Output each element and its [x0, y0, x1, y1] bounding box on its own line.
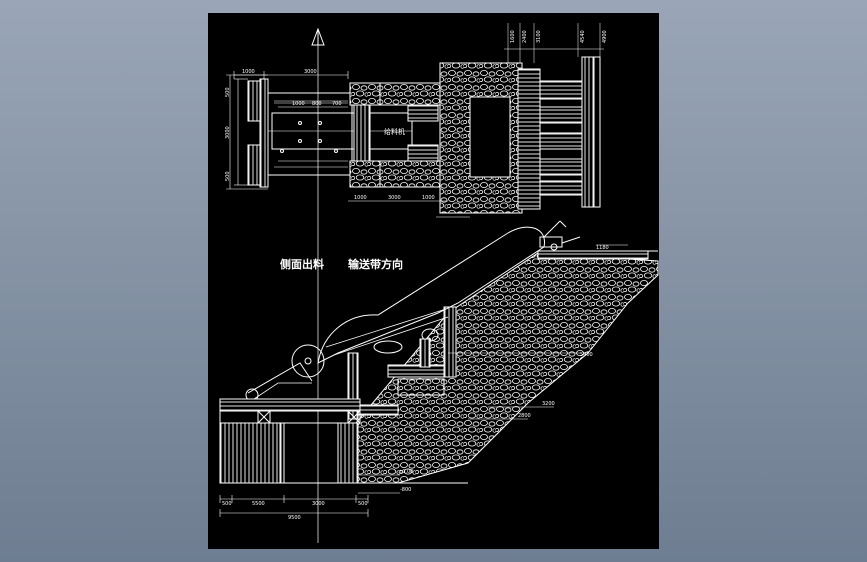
conveyor-drive-icon: [539, 220, 581, 251]
elevation-bottom: -800: [400, 487, 411, 493]
dim-plan-inner-0: 1000: [292, 101, 305, 107]
dim-top-v-2: 3100: [536, 30, 542, 43]
dim-top-v-0: 1600: [510, 30, 516, 43]
plan-center-label: 给料机: [384, 127, 405, 136]
dim-plan-inner-2: 700: [332, 101, 342, 107]
dim-plan-bottom-0: 1000: [354, 195, 367, 201]
elevation-view: [219, 220, 659, 517]
dim-plan-top-1: 3000: [304, 69, 317, 75]
dim-bottom-2: 3000: [312, 501, 325, 507]
dim-top-v-3: 4540: [580, 30, 586, 43]
dim-plan-left-2: 500: [225, 171, 231, 181]
dim-bottom-0: 500: [222, 501, 232, 507]
dim-bottom-1: 5500: [252, 501, 265, 507]
dim-bottom-3: 500: [358, 501, 368, 507]
elevation-lower: 2800: [518, 413, 531, 419]
north-arrow-icon: [311, 27, 325, 46]
dim-plan-top-0: 1000: [242, 69, 255, 75]
cad-drawing: 侧面出料 输送带方向 给料机 1180 5800 3200 2800 ±0.00…: [219, 23, 659, 543]
dim-bottom-total: 9500: [288, 515, 301, 521]
elevation-middle: 3200: [542, 401, 555, 407]
annotations: 侧面出料 输送带方向 给料机 1180 5800 3200 2800 ±0.00…: [222, 30, 609, 521]
elevation-upper: 5800: [580, 352, 593, 358]
dim-plan-bottom-2: 1000: [422, 195, 435, 201]
dim-plan-left-1: 3000: [225, 126, 231, 139]
plan-view: [226, 23, 604, 218]
dim-plan-bottom-1: 3000: [388, 195, 401, 201]
drawing-sheet: 侧面出料 输送带方向 给料机 1180 5800 3200 2800 ±0.00…: [208, 13, 659, 549]
dim-plan-left-0: 500: [225, 87, 231, 97]
elevation-ground: ±0.00: [398, 469, 413, 475]
dim-top-v-1: 2400: [522, 30, 528, 43]
conveyor-direction-label: 输送带方向: [348, 257, 403, 271]
elevation-top-right: 1180: [596, 245, 609, 251]
side-discharge-label: 侧面出料: [280, 257, 324, 271]
dim-top-v-4: 4900: [602, 30, 608, 43]
dim-plan-inner-1: 800: [312, 101, 322, 107]
